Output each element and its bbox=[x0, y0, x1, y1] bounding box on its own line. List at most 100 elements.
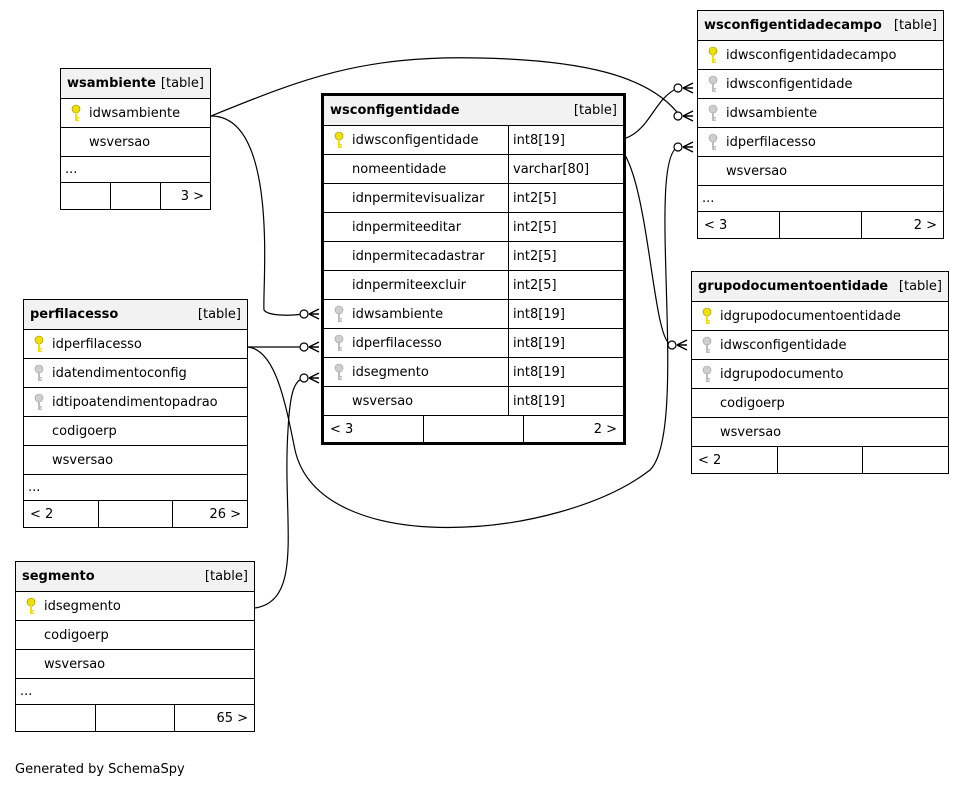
optional-cardinality-marker bbox=[673, 111, 683, 121]
column-type: int2[5] bbox=[508, 213, 623, 241]
table-type-label: [table] bbox=[204, 569, 248, 584]
table-footer: < 2 26 > bbox=[24, 501, 247, 527]
table-header: wsconfigentidadecampo [table] bbox=[698, 11, 943, 41]
table-name: perfilacesso bbox=[30, 307, 119, 322]
primary-key-icon bbox=[67, 104, 85, 122]
table-wsconfigentidadecampo[interactable]: wsconfigentidadecampo [table] idwsconfig… bbox=[697, 10, 944, 239]
foreign-key-icon bbox=[30, 393, 48, 411]
column-row[interactable]: idwsambiente bbox=[61, 99, 210, 128]
column-name: wsversao bbox=[720, 424, 782, 440]
column-row[interactable]: idatendimentoconfig bbox=[24, 359, 247, 388]
column-name: idgrupodocumentoentidade bbox=[720, 308, 901, 324]
column-row[interactable]: codigoerp bbox=[16, 621, 254, 650]
column-row[interactable]: nomeentidade varchar[80] bbox=[324, 155, 623, 184]
table-grupodocumentoentidade[interactable]: grupodocumentoentidade [table] idgrupodo… bbox=[691, 271, 949, 474]
parents-count[interactable]: < 3 bbox=[330, 421, 354, 437]
column-row[interactable]: idperfilacesso bbox=[24, 330, 247, 359]
children-count[interactable]: 65 > bbox=[174, 705, 254, 731]
column-row[interactable]: idnpermiteeditar int2[5] bbox=[324, 213, 623, 242]
children-count[interactable]: 3 > bbox=[160, 183, 210, 209]
column-name: idgrupodocumento bbox=[720, 366, 844, 382]
column-row[interactable]: idgrupodocumento bbox=[692, 360, 948, 389]
table-footer: < 2 bbox=[692, 447, 948, 473]
primary-key-icon bbox=[698, 307, 716, 325]
table-name: segmento bbox=[22, 569, 95, 584]
foreign-key-icon bbox=[698, 365, 716, 383]
column-name: wsversao bbox=[726, 163, 788, 179]
column-type: varchar[80] bbox=[508, 155, 623, 183]
optional-cardinality-marker bbox=[299, 342, 309, 352]
primary-key-icon bbox=[30, 335, 48, 353]
column-row[interactable]: idsegmento bbox=[16, 592, 254, 621]
parents-count[interactable] bbox=[16, 705, 95, 731]
column-name: idsegmento bbox=[352, 364, 429, 380]
column-row[interactable]: idwsconfigentidadecampo bbox=[698, 41, 943, 70]
edge-wsambiente-to-wsconfigentidade bbox=[210, 115, 305, 316]
column-row[interactable]: codigoerp bbox=[692, 389, 948, 418]
column-row[interactable]: idwsambiente bbox=[698, 99, 943, 128]
column-name: idtipoatendimentopadrao bbox=[52, 394, 218, 410]
edge-wsambiente-to-wsconfigentidadecampo bbox=[210, 57, 681, 117]
column-name: idnpermitecadastrar bbox=[352, 248, 485, 264]
column-type: int2[5] bbox=[508, 184, 623, 212]
table-wsconfigentidade[interactable]: wsconfigentidade [table] idwsconfigentid… bbox=[321, 93, 626, 445]
many-cardinality-marker bbox=[682, 141, 694, 153]
table-header: wsconfigentidade [table] bbox=[324, 96, 623, 126]
parents-count[interactable]: < 3 bbox=[704, 217, 728, 233]
foreign-key-icon bbox=[704, 75, 722, 93]
children-count[interactable] bbox=[862, 447, 948, 473]
column-name: idwsconfigentidade bbox=[720, 337, 847, 353]
column-name: idwsambiente bbox=[352, 306, 444, 322]
column-row[interactable]: idperfilacesso bbox=[698, 128, 943, 157]
column-row[interactable]: wsversao bbox=[698, 157, 943, 186]
children-count[interactable]: 2 > bbox=[861, 212, 943, 238]
column-name: nomeentidade bbox=[352, 161, 447, 177]
table-header: wsambiente [table] bbox=[61, 69, 210, 99]
column-row[interactable]: idgrupodocumentoentidade bbox=[692, 302, 948, 331]
column-name: idwsambiente bbox=[726, 105, 818, 121]
parents-count[interactable]: < 2 bbox=[698, 452, 722, 468]
foreign-key-icon bbox=[330, 334, 348, 352]
column-row[interactable]: wsversao bbox=[24, 446, 247, 475]
column-row[interactable]: wsversao bbox=[16, 650, 254, 679]
column-name: codigoerp bbox=[44, 627, 109, 643]
column-row[interactable]: wsversao bbox=[692, 418, 948, 447]
column-name: wsversao bbox=[352, 393, 414, 409]
children-count[interactable]: 2 > bbox=[523, 416, 623, 442]
column-row[interactable]: idtipoatendimentopadrao bbox=[24, 388, 247, 417]
column-row[interactable]: codigoerp bbox=[24, 417, 247, 446]
footer-middle bbox=[779, 212, 861, 238]
column-row[interactable]: idnpermitecadastrar int2[5] bbox=[324, 242, 623, 271]
table-segmento[interactable]: segmento [table] idsegmento codigoerp wsve… bbox=[15, 561, 255, 732]
column-row[interactable]: idwsconfigentidade bbox=[698, 70, 943, 99]
table-name: wsambiente bbox=[67, 76, 156, 91]
parents-count[interactable]: < 2 bbox=[30, 506, 54, 522]
column-name: idwsambiente bbox=[89, 105, 181, 121]
footer-middle bbox=[423, 416, 523, 442]
many-cardinality-marker bbox=[308, 372, 320, 384]
table-header: segmento [table] bbox=[16, 562, 254, 592]
footer-middle bbox=[97, 501, 173, 527]
children-count[interactable]: 26 > bbox=[172, 501, 247, 527]
column-row[interactable]: wsversao bbox=[61, 128, 210, 157]
primary-key-icon bbox=[330, 131, 348, 149]
primary-key-icon bbox=[704, 46, 722, 64]
parents-count[interactable] bbox=[61, 183, 110, 209]
foreign-key-icon bbox=[698, 336, 716, 354]
foreign-key-icon bbox=[330, 363, 348, 381]
column-type: int2[5] bbox=[508, 242, 623, 270]
column-name: wsversao bbox=[52, 452, 114, 468]
column-name: idperfilacesso bbox=[52, 336, 142, 352]
column-name: codigoerp bbox=[52, 423, 117, 439]
column-name: idnpermiteeditar bbox=[352, 219, 462, 235]
column-row[interactable]: idwsconfigentidade bbox=[692, 331, 948, 360]
